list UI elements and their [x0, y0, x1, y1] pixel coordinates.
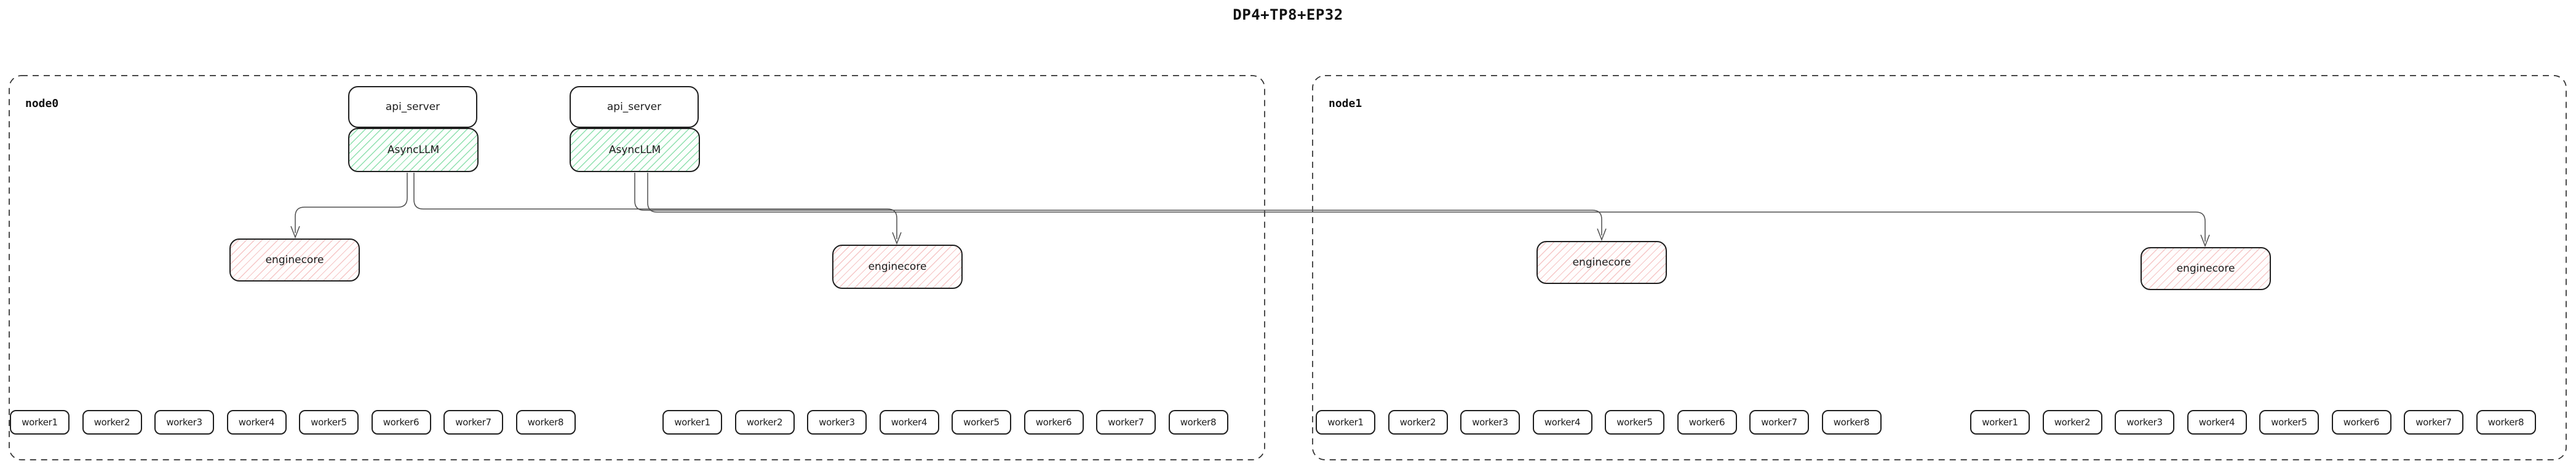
worker-box: worker6: [1024, 410, 1084, 435]
worker-box: worker3: [1460, 410, 1520, 435]
worker-box: worker8: [2476, 410, 2536, 435]
worker-box: worker2: [2042, 410, 2102, 435]
api-server-box-2: api_server: [570, 86, 699, 128]
worker-group-node0-1: worker1 worker2 worker3 worker4 worker5 worke…: [10, 410, 576, 435]
worker-box: worker3: [807, 410, 867, 435]
node1-container: [1312, 75, 2567, 460]
edge-asyncllm2-enginecore4-arrowhead: [2200, 234, 2210, 248]
node0-container: [9, 75, 1265, 460]
api-server-box-1: api_server: [348, 86, 477, 128]
worker-box: worker5: [299, 410, 359, 435]
enginecore-box-3: enginecore: [1536, 241, 1667, 284]
worker-box: worker4: [226, 410, 287, 435]
node0-label: node0: [25, 97, 59, 110]
worker-box: worker4: [1532, 410, 1592, 435]
edge-asyncllm1-enginecore1-arrowhead: [290, 226, 300, 239]
worker-box: worker1: [10, 410, 70, 435]
worker-box: worker1: [662, 410, 722, 435]
worker-box: worker1: [1316, 410, 1375, 435]
diagram-title: DP4+TP8+EP32: [1233, 6, 1343, 23]
worker-box: worker1: [1970, 410, 2030, 435]
worker-box: worker5: [952, 410, 1011, 435]
worker-box: worker6: [1677, 410, 1737, 435]
worker-box: worker8: [1821, 410, 1882, 435]
worker-box: worker2: [82, 410, 142, 435]
worker-box: worker6: [2331, 410, 2391, 435]
worker-box: worker2: [734, 410, 795, 435]
edge-asyncllm1-enginecore2-arrowhead: [892, 232, 902, 245]
edge-asyncllm1-enginecore2: [413, 173, 897, 239]
worker-group-node1-2: worker1 worker2 worker3 worker4 worker5 worke…: [1970, 410, 2536, 435]
asyncllm-box-2: AsyncLLM: [570, 128, 700, 172]
worker-box: worker5: [1605, 410, 1664, 435]
worker-box: worker7: [1096, 410, 1156, 435]
worker-box: worker7: [2404, 410, 2463, 435]
enginecore-box-2: enginecore: [832, 245, 963, 289]
worker-box: worker2: [1388, 410, 1448, 435]
worker-group-node0-2: worker1 worker2 worker3 worker4 worker5 worke…: [662, 410, 1228, 435]
edge-asyncllm1-enginecore1: [295, 173, 408, 233]
worker-box: worker3: [154, 410, 214, 435]
worker-box: worker7: [1749, 410, 1809, 435]
worker-group-node1-1: worker1 worker2 worker3 worker4 worker5 worke…: [1316, 410, 1882, 435]
worker-box: worker7: [443, 410, 503, 435]
worker-box: worker8: [515, 410, 576, 435]
worker-box: worker5: [2259, 410, 2319, 435]
worker-box: worker8: [1168, 410, 1228, 435]
worker-box: worker6: [371, 410, 431, 435]
node1-label: node1: [1329, 97, 1362, 110]
worker-box: worker4: [879, 410, 939, 435]
worker-box: worker3: [2115, 410, 2174, 435]
edge-asyncllm2-enginecore3-arrowhead: [1597, 228, 1607, 242]
worker-box: worker4: [2187, 410, 2247, 435]
edge-asyncllm2-enginecore3: [634, 173, 1602, 235]
edge-asyncllm2-enginecore4: [647, 173, 2206, 242]
enginecore-box-1: enginecore: [229, 238, 360, 282]
enginecore-box-4: enginecore: [2141, 247, 2271, 290]
asyncllm-box-1: AsyncLLM: [348, 128, 479, 172]
